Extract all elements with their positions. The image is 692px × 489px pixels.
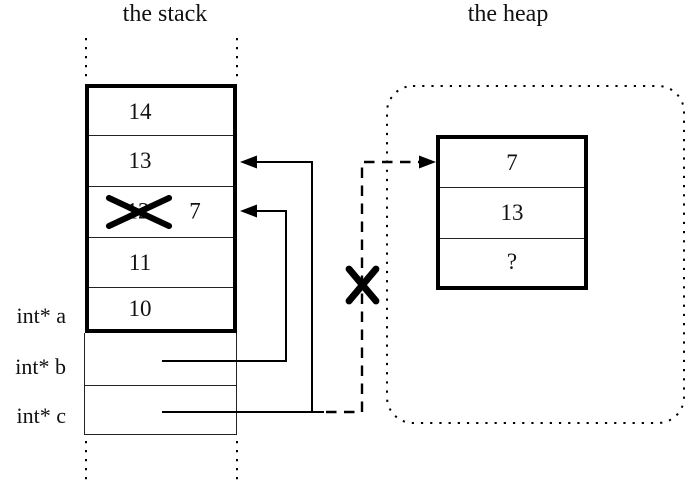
- stack-title: the stack: [122, 1, 208, 27]
- heap-title: the heap: [467, 1, 549, 27]
- stack-cell-value: 11: [128, 249, 152, 275]
- stack-cell: 10: [89, 287, 233, 329]
- cross-out-icon: [345, 265, 380, 305]
- stack-cell-old-value: 12: [126, 198, 150, 224]
- stack-cell-overwritten: 12 7: [89, 186, 233, 237]
- arrowhead-icon: [240, 204, 257, 218]
- stack-cell-b: [85, 333, 236, 385]
- pointer-label-b: int* b: [15, 354, 66, 379]
- stack-cell-value: 14: [128, 98, 152, 124]
- heap-cell: 7: [440, 139, 584, 187]
- stack-cell-new-value: 7: [189, 198, 201, 224]
- heap-cell-value: 7: [506, 149, 518, 175]
- arrowhead-icon: [240, 155, 257, 169]
- stack-pointer-cells: [84, 333, 237, 435]
- stack-cell: 14: [89, 88, 233, 135]
- stack-cell: 11: [89, 237, 233, 287]
- pointer-label-a: int* a: [16, 303, 67, 328]
- heap-cell: ?: [440, 237, 584, 287]
- heap-cell-value: ?: [506, 249, 518, 275]
- heap-cell-value: 13: [500, 199, 524, 225]
- stack-cell-value: 13: [128, 148, 152, 173]
- heap-cell: 13: [440, 186, 584, 238]
- pointer-label-c: int* c: [16, 403, 67, 428]
- stack-cell-value: 10: [128, 295, 152, 321]
- arrowhead-icon: [419, 155, 436, 169]
- heap-box: 7 13 ?: [436, 135, 588, 290]
- stack-box: 14 13 12 7 11 10: [85, 84, 237, 333]
- stack-cell-c: [85, 385, 236, 431]
- stack-cell: 13: [89, 135, 233, 186]
- dashed-arrow-c-to-heap: [326, 155, 436, 414]
